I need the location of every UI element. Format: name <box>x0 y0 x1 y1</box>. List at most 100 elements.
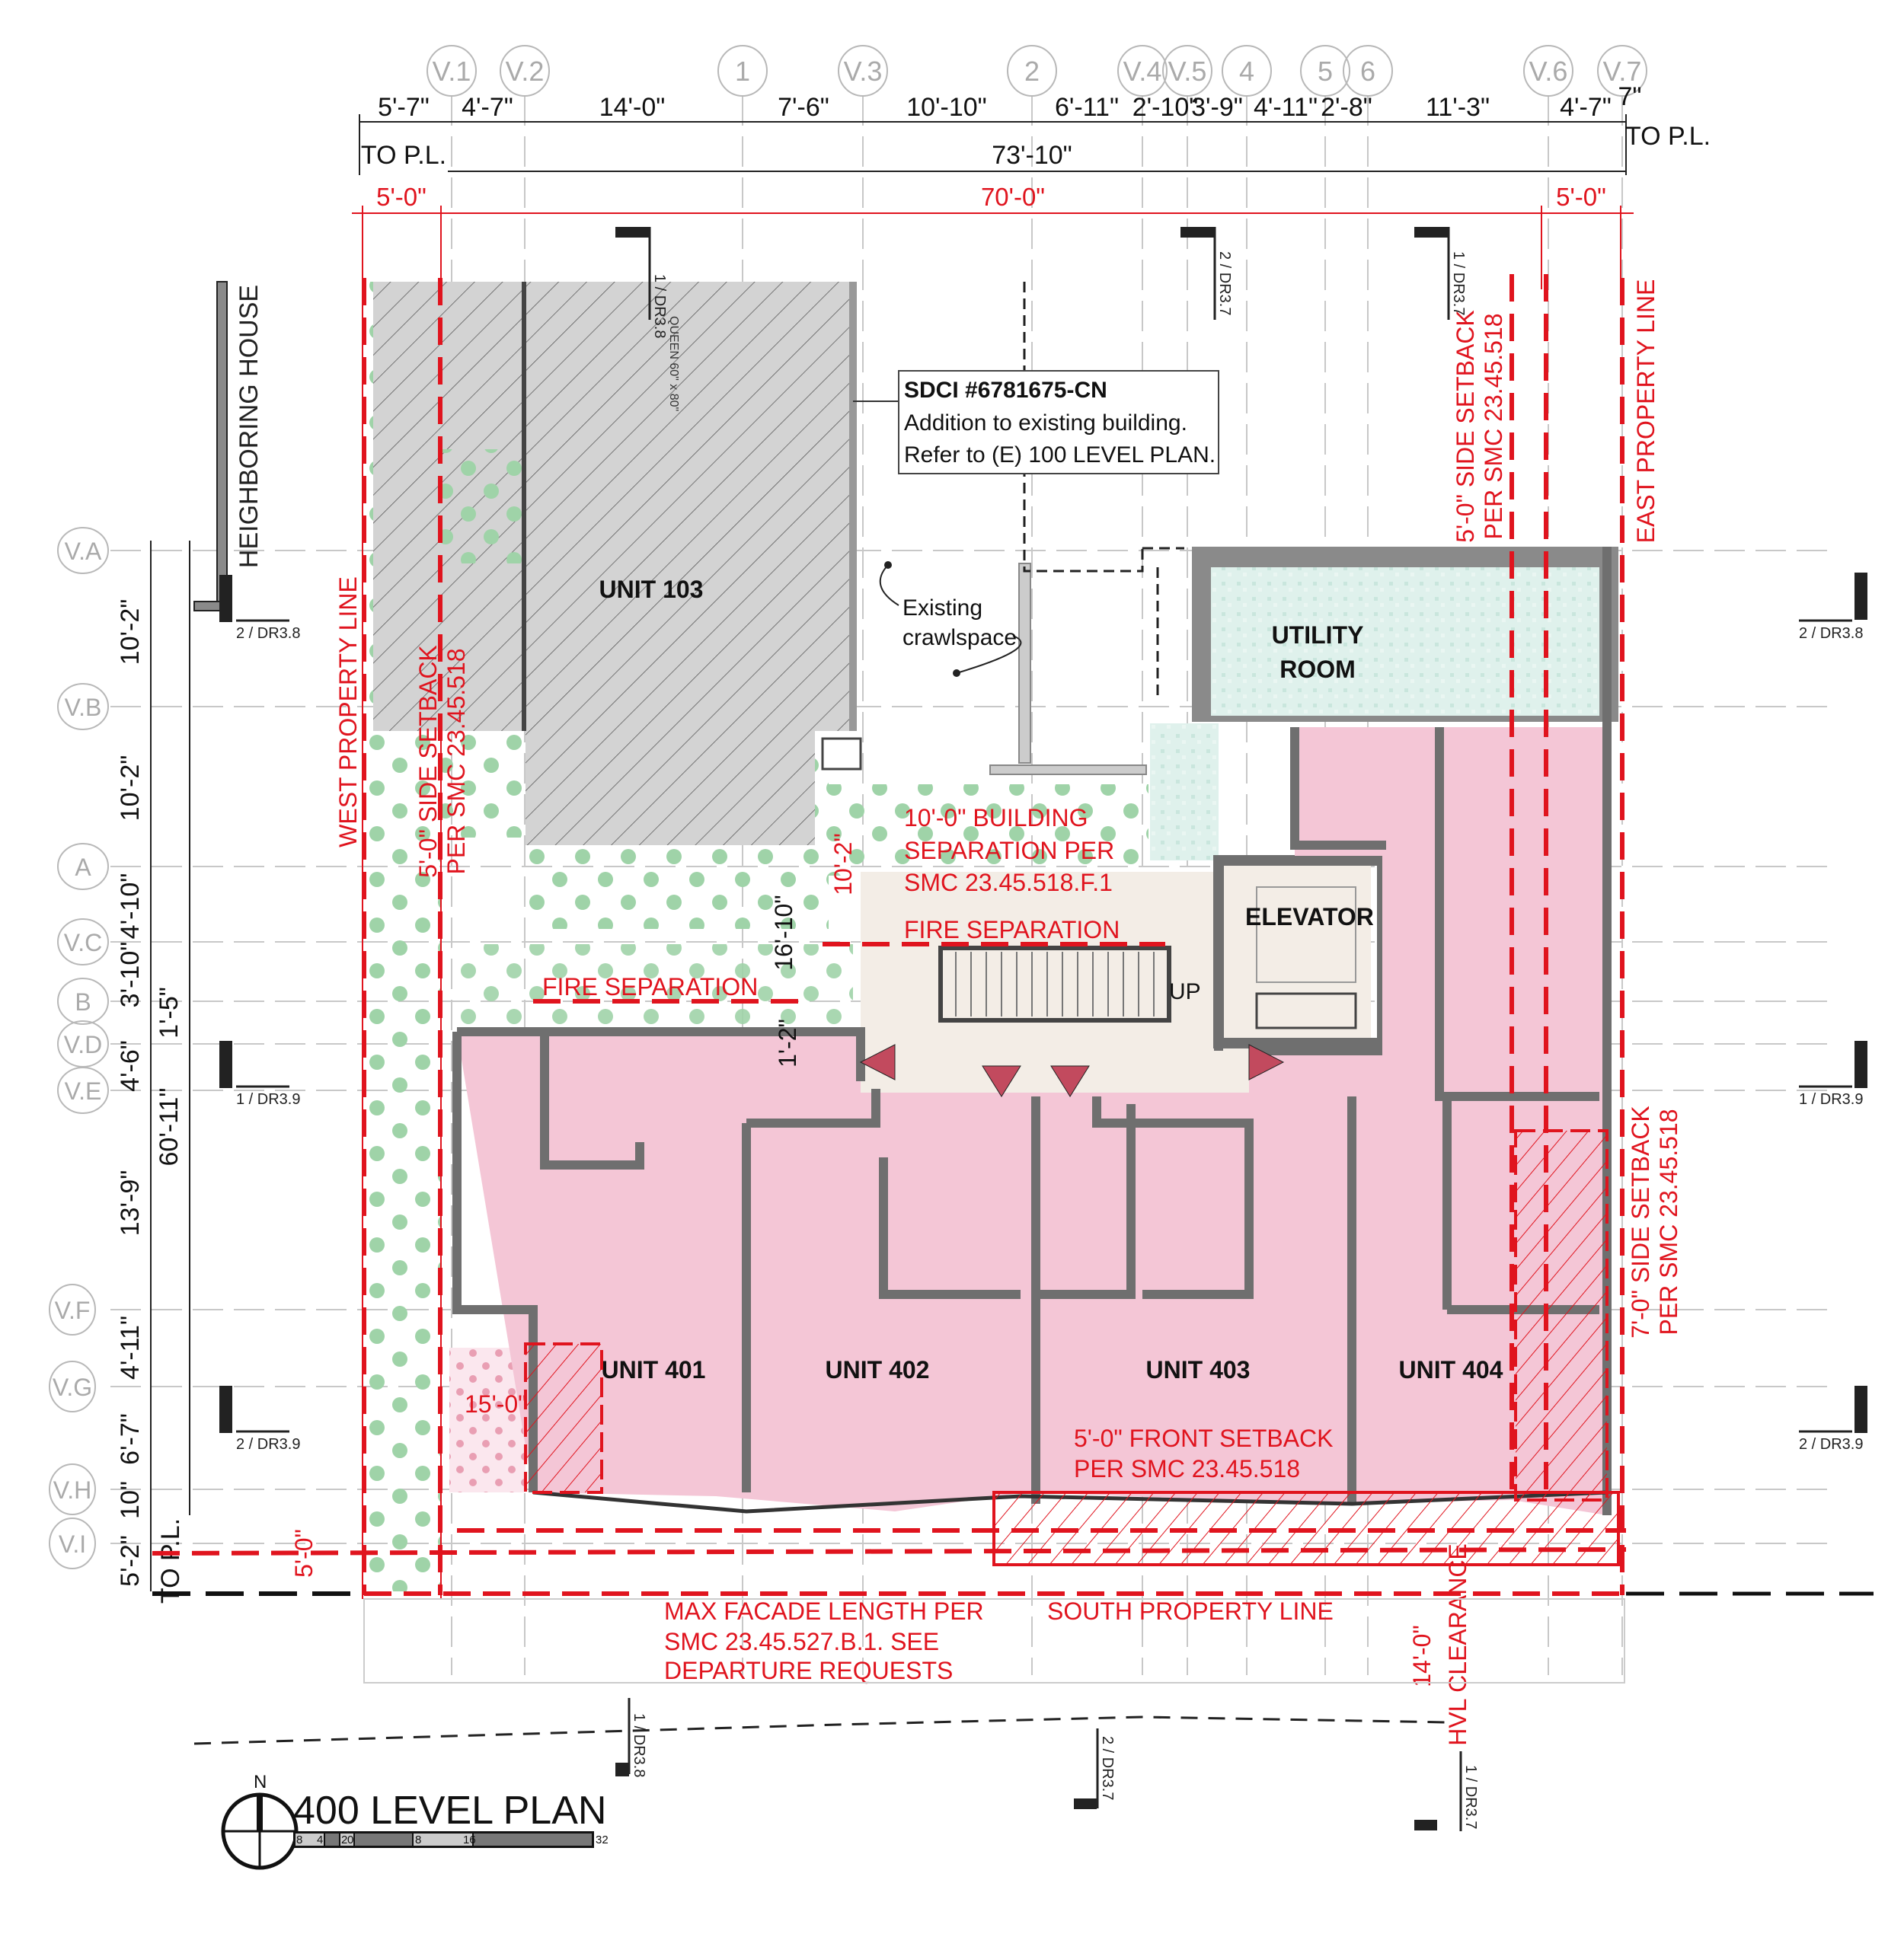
dim-overall-depth: 60'-11" <box>155 1088 184 1166</box>
top-dimension-text: 5'-7" 4'-7" 14'-0" 7'-6" 10'-10" 6'-11" … <box>361 82 1711 170</box>
corridor-1-2-dim: 1'-2" <box>774 1019 801 1068</box>
grid-label-b: B <box>75 988 91 1016</box>
front-5ft-dim: 5'-0" <box>290 1529 318 1578</box>
grid-label-v5: V.5 <box>1168 56 1207 87</box>
scale-tick: 32 <box>596 1834 609 1846</box>
dim-text: 7" <box>1618 82 1642 111</box>
dim-overall-width: 73'-10" <box>992 141 1072 170</box>
dim-text: 6'-11" <box>1055 93 1119 122</box>
dim-text: 11'-3" <box>1426 93 1490 122</box>
grid-label-v1: V.1 <box>433 56 471 87</box>
section-marker-icon <box>1854 1386 1867 1433</box>
facade-length-label-2: SMC 23.45.527.B.1. SEE <box>664 1628 939 1655</box>
grid-label-a: A <box>75 854 91 881</box>
section-label: 1 / DR3.7 <box>1462 1765 1479 1829</box>
section-label: 1 / DR3.8 <box>631 1713 647 1777</box>
scale-bar-ticks: 8 4 2 0 8 16 32 <box>296 1834 609 1846</box>
section-marker-icon <box>1414 1820 1437 1830</box>
dim-text: 4'-6" <box>116 1040 145 1092</box>
scale-bar <box>293 1831 594 1848</box>
dim-text: 14'-0" <box>599 93 666 122</box>
dim-text: 4'-11" <box>1254 93 1318 122</box>
dim-text: 3'-10" <box>116 942 145 1008</box>
scale-tick: 4 <box>317 1834 323 1846</box>
crawlspace-note <box>879 561 1022 677</box>
setback-dimension-text: 5'-0" 70'-0" 5'-0" <box>376 183 1606 211</box>
west-setback-label-1: 5'-0" SIDE SETBACK <box>414 645 442 878</box>
section-marker-icon <box>219 1041 232 1088</box>
entry-arrows <box>859 1044 1285 1097</box>
dim-to-pl: TO P.L. <box>1625 122 1711 151</box>
utility-room-label: UTILITY ROOM <box>1272 621 1364 683</box>
utility-label-line2: ROOM <box>1279 656 1356 683</box>
unit-404-label: UNIT 404 <box>1399 1356 1503 1384</box>
crawlspace-walls <box>989 282 1184 775</box>
dim-east-setback: 5'-0" <box>1556 183 1606 211</box>
dim-text: 7'-6" <box>778 93 829 122</box>
section-marker-icon <box>1180 227 1215 238</box>
west-setback-label-2: PER SMC 23.45.518 <box>442 648 470 874</box>
dim-text: 4'-11" <box>116 1316 145 1380</box>
crawlspace-line1: Existing <box>902 595 982 621</box>
section-label: 2 / DR3.9 <box>236 1436 300 1453</box>
east7-setback-label-1: 7'-0" SIDE SETBACK <box>1627 1106 1654 1339</box>
grid-label-vc: V.C <box>64 929 102 956</box>
left-dimension-lines <box>150 541 190 1591</box>
sdci-callout-text: SDCI #6781675-CN Addition to existing bu… <box>904 378 1216 468</box>
hvl-14ft-dim: 14'-0" <box>1408 1625 1436 1687</box>
sdci-line1: Addition to existing building. <box>904 410 1187 436</box>
section-label: 1 / DR3.9 <box>1799 1091 1863 1108</box>
arrow-left-icon <box>859 1044 896 1080</box>
red-annotations: WEST PROPERTY LINE EAST PROPERTY LINE 5'… <box>290 279 1682 1746</box>
grid-label-ve: V.E <box>65 1077 102 1105</box>
grid-label-vb: V.B <box>65 694 102 721</box>
dim-text: 5'-2" <box>116 1535 145 1587</box>
building-separation-label-3: SMC 23.45.518.F.1 <box>904 869 1113 896</box>
facade-length-label-3: DEPARTURE REQUESTS <box>664 1657 953 1684</box>
grid-label-vh: V.H <box>53 1476 91 1504</box>
front-setback-label-1: 5'-0" FRONT SETBACK <box>1074 1425 1334 1452</box>
front-setback-label-2: PER SMC 23.45.518 <box>1074 1455 1300 1482</box>
grid-label-v2: V.2 <box>506 56 545 87</box>
dim-text: 13'-9" <box>116 1170 145 1237</box>
fire-separation-lower-label: FIRE SEPARATION <box>542 973 758 1001</box>
section-marker-icon <box>1074 1798 1097 1809</box>
section-label: 1 / DR3.9 <box>236 1091 300 1108</box>
property-lines <box>152 274 1627 1596</box>
neighboring-house <box>193 281 232 622</box>
hvl-line <box>152 1547 1627 1556</box>
site-lines <box>193 1715 1448 1745</box>
black-dims-internal: 16'-10" 1'-2" <box>770 895 801 1068</box>
elevator-label: ELEVATOR <box>1245 903 1374 930</box>
corridor <box>861 860 1371 1093</box>
unit401-15ft-dim: 15'-0" <box>465 1390 527 1418</box>
east-setback-label-2: PER SMC 23.45.518 <box>1480 313 1507 539</box>
section-label: 2 / DR3.8 <box>236 625 300 642</box>
sep-10-2-dim: 10'-2" <box>829 833 857 895</box>
hvl-clearance-label: HVL CLEARANCE <box>1444 1543 1471 1746</box>
scale-tick: 0 <box>347 1834 353 1846</box>
street-outline <box>363 1598 1625 1684</box>
drawing-title: 400 LEVEL PLAN <box>293 1789 606 1833</box>
unit-walls <box>452 547 1612 1515</box>
grid-label-5: 5 <box>1318 56 1333 87</box>
grid-label-v7: V.7 <box>1603 56 1642 87</box>
section-marker-icon <box>1854 1041 1867 1088</box>
crawlspace-note-text: Existing crawlspace <box>902 595 1017 650</box>
fire-separation-upper-label: FIRE SEPARATION <box>904 916 1120 943</box>
section-marker-icon <box>219 575 232 622</box>
left-dimension-text: 10'-2" 10'-2" 4'-10" 3'-10" 1'-5" 4'-6" … <box>116 599 185 1604</box>
grid-bubble-labels-top: V.1 V.2 1 V.3 2 V.4 V.5 4 5 6 V.6 V.7 <box>433 56 1642 87</box>
grid-label-v3: V.3 <box>844 56 883 87</box>
dim-text: 4'-7" <box>462 93 513 122</box>
dim-to-pl: TO P.L. <box>361 141 446 170</box>
dim-text: 10'-2" <box>116 599 145 665</box>
top-dimension-lines <box>359 114 1627 175</box>
sdci-callout <box>853 370 1219 474</box>
building-separation-label-2: SEPARATION PER <box>904 837 1114 864</box>
stair-up-label: UP <box>1169 979 1201 1004</box>
dim-west-setback: 5'-0" <box>376 183 426 211</box>
dim-text: 5'-7" <box>378 93 430 122</box>
scale-tick: 16 <box>463 1834 476 1846</box>
